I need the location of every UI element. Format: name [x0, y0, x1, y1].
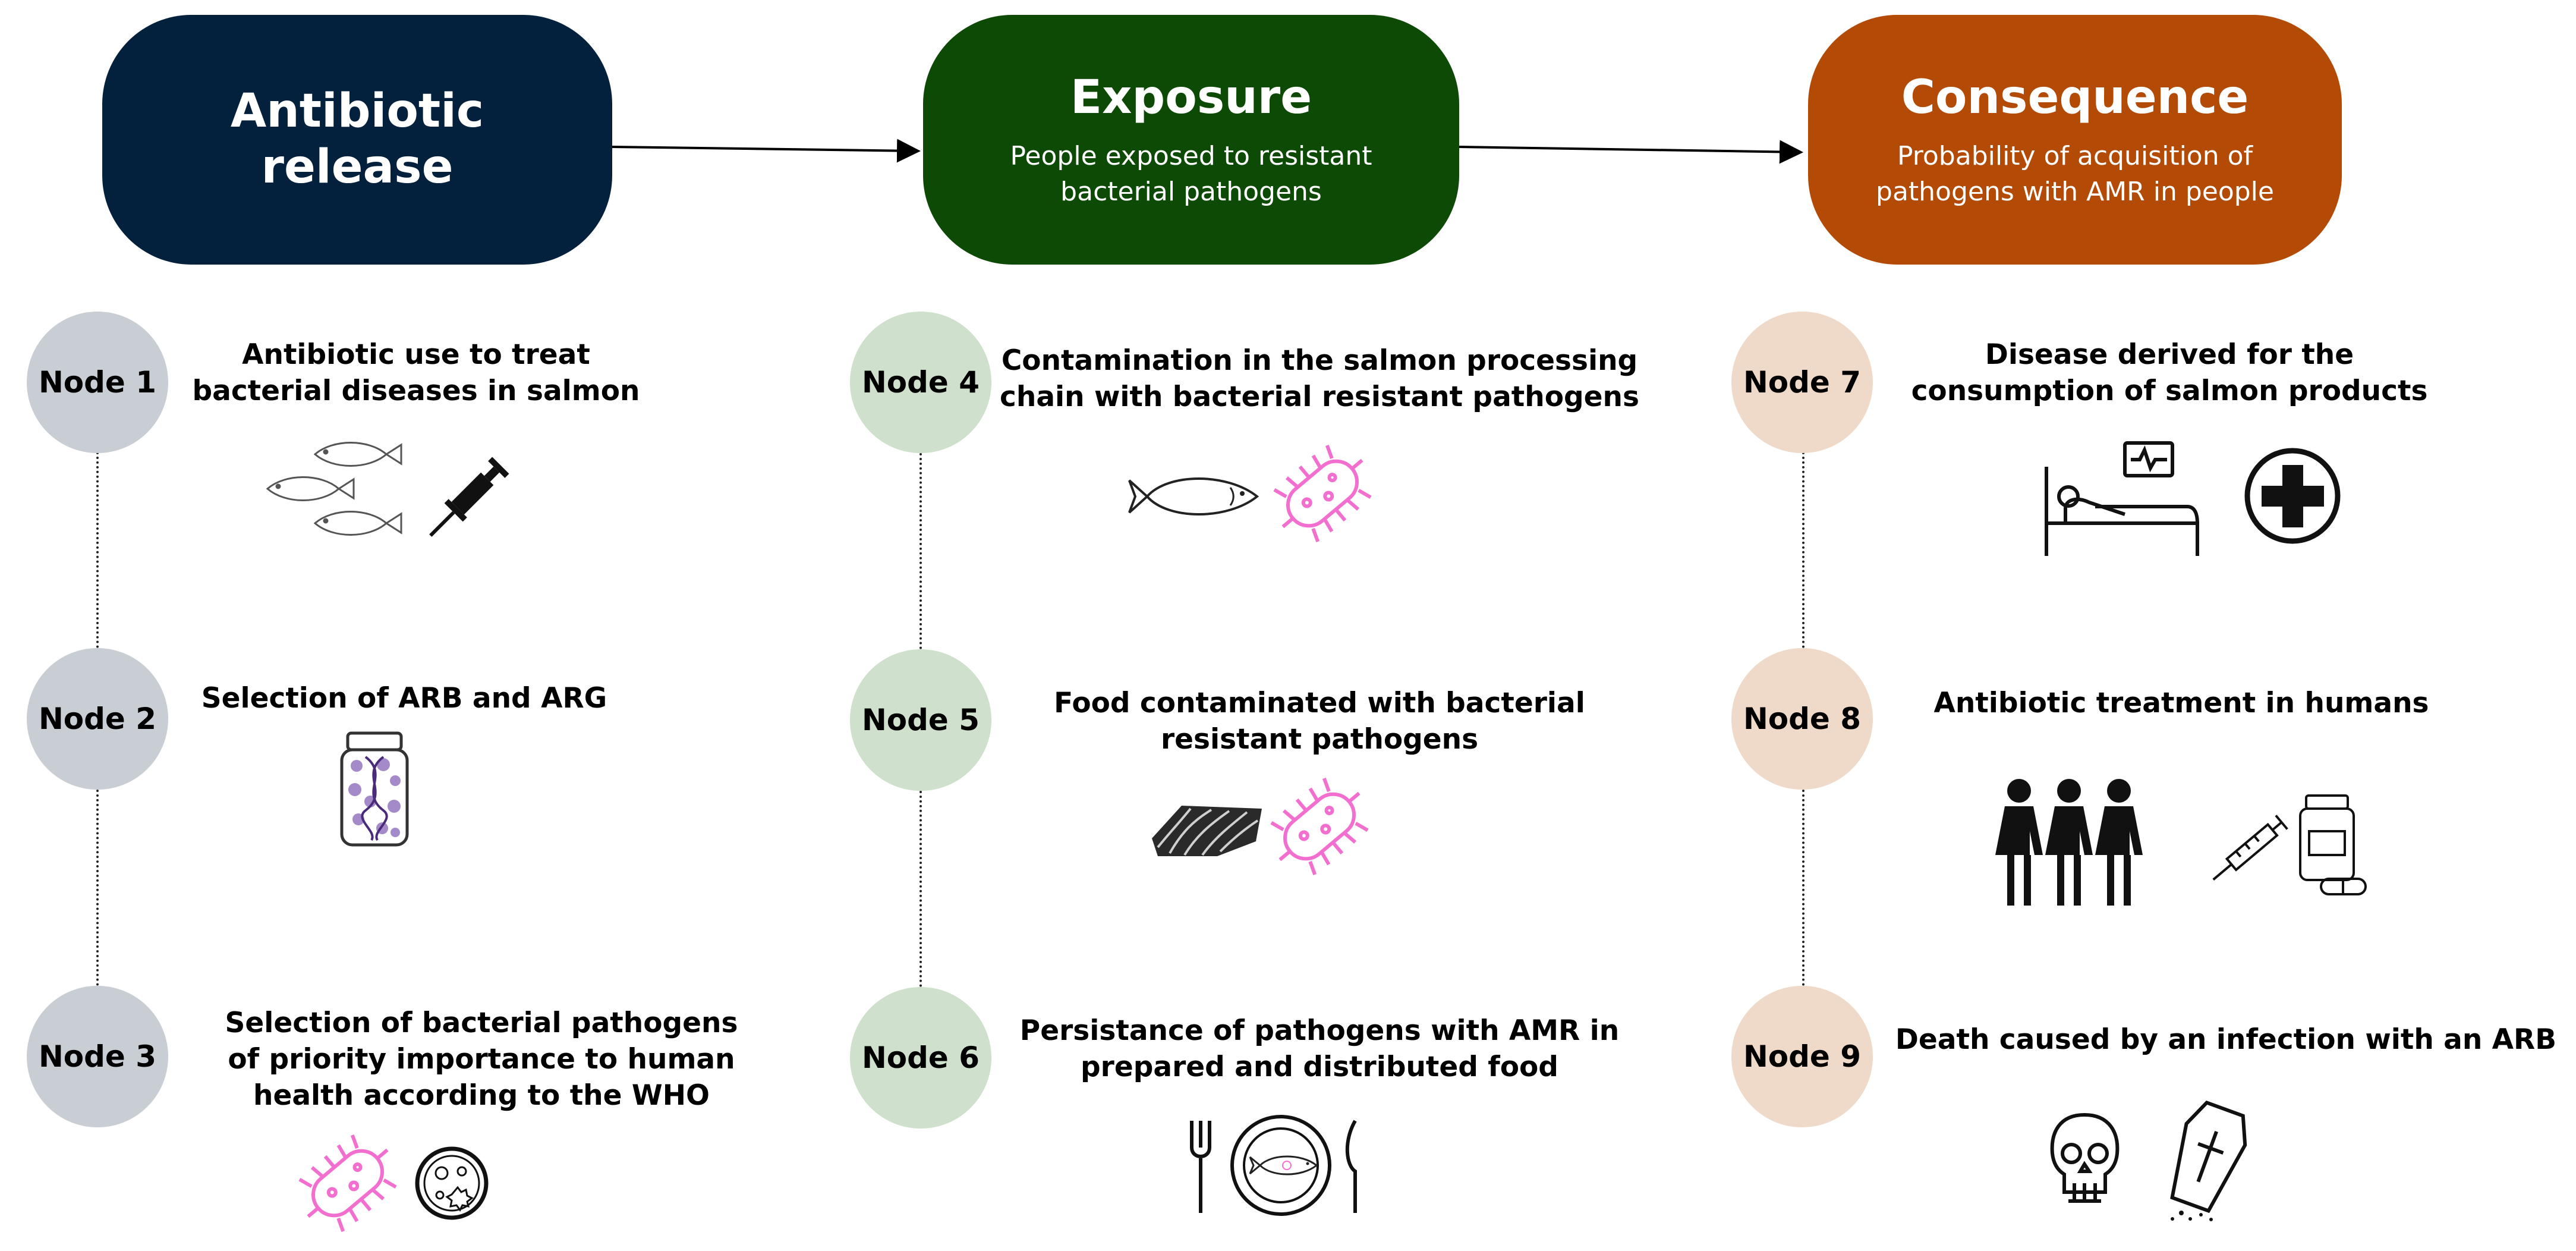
- fish-school-icon: [266, 442, 402, 536]
- petri-dish-icon: [415, 1146, 489, 1220]
- bacteria-icon: [1270, 778, 1369, 875]
- hospital-bed-icon: [2045, 441, 2199, 556]
- header-title: Consequence: [1901, 70, 2249, 124]
- arrow-exposure-to-consequence: [1459, 140, 1803, 164]
- node-8: Node 8: [1731, 648, 1873, 790]
- bacteria-icon: [1273, 445, 1372, 542]
- plate-cutlery-icon: [1190, 1115, 1357, 1216]
- connector-node5-node6: [919, 791, 922, 987]
- node-7-description: Disease derived for the consumption of s…: [1911, 338, 2428, 408]
- node-label: Node 8: [1743, 702, 1862, 736]
- node-label: Node 4: [861, 365, 980, 400]
- connector-node4-node5: [919, 453, 922, 649]
- header-antibiotic-release: Antibiotic release: [102, 15, 612, 265]
- node-2-description: Selection of ARB and ARG: [201, 682, 607, 715]
- node-4-description: Contamination in the salmon processing c…: [1000, 344, 1639, 414]
- node-label: Node 1: [38, 365, 157, 400]
- connector-node8-node9: [1802, 790, 1805, 986]
- node-7: Node 7: [1731, 312, 1873, 453]
- node-label: Node 2: [38, 702, 157, 736]
- node-label: Node 9: [1743, 1039, 1862, 1074]
- node-8-description: Antibiotic treatment in humans: [1933, 687, 2429, 719]
- node-6-description: Persistance of pathogens with AMR in pre…: [1019, 1014, 1620, 1084]
- header-subtitle: People exposed to resistant bacterial pa…: [1010, 141, 1372, 207]
- fish-icon: [1128, 477, 1259, 516]
- syringe-medicine-icon: [2212, 794, 2367, 895]
- salmon-fillet-icon: [1152, 806, 1262, 856]
- people-icon: [1995, 779, 2143, 906]
- header-exposure: Exposure People exposed to resistant bac…: [923, 15, 1459, 265]
- connector-node1-node2: [96, 452, 99, 648]
- node-4: Node 4: [850, 312, 991, 453]
- header-consequence: Consequence Probability of acquisition o…: [1808, 15, 2342, 265]
- node-6: Node 6: [850, 987, 991, 1129]
- node-label: Node 3: [38, 1039, 157, 1074]
- node-1: Node 1: [27, 312, 168, 453]
- node-3: Node 3: [27, 986, 168, 1127]
- header-title: Exposure: [1070, 70, 1312, 124]
- node-1-description: Antibiotic use to treat bacterial diseas…: [192, 338, 640, 408]
- syringe-icon: [429, 457, 509, 537]
- connector-node2-node3: [96, 790, 99, 986]
- node-3-description: Selection of bacterial pathogens of prio…: [225, 1007, 738, 1112]
- node-label: Node 5: [861, 703, 980, 737]
- node-label: Node 7: [1743, 365, 1862, 400]
- arrow-release-to-exposure: [612, 139, 921, 163]
- node-5: Node 5: [850, 649, 991, 791]
- header-title: Antibiotic release: [230, 84, 484, 194]
- header-subtitle: Probability of acquisition of pathogens …: [1876, 141, 2274, 207]
- coffin-icon: [2170, 1100, 2247, 1221]
- node-2: Node 2: [27, 648, 168, 790]
- node-9: Node 9: [1731, 986, 1873, 1127]
- dna-pill-bottle-icon: [340, 731, 409, 847]
- bacteria-icon: [298, 1134, 397, 1232]
- skull-icon: [2050, 1112, 2120, 1203]
- node-label: Node 6: [861, 1041, 980, 1075]
- connector-node7-node8: [1802, 452, 1805, 648]
- node-5-description: Food contaminated with bacterial resista…: [1054, 687, 1585, 756]
- node-9-description: Death caused by an infection with an ARB: [1895, 1023, 2557, 1056]
- medical-cross-icon: [2244, 448, 2341, 544]
